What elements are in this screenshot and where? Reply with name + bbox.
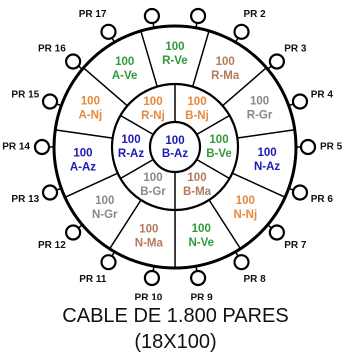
pair-label: PR 18 <box>135 0 163 2</box>
inner-ring-divider <box>196 158 230 180</box>
sector-count: 100 <box>216 56 235 68</box>
sector-count: 100 <box>139 223 158 235</box>
pair-tab-circle <box>65 53 82 70</box>
sector-name: B-Gr <box>140 186 166 198</box>
sector-name: N-Ve <box>188 237 214 249</box>
pair-tab-circle <box>299 138 317 156</box>
sector-name: R-Az <box>118 148 144 160</box>
sector-count: 100 <box>257 147 276 159</box>
sector-count: 100 <box>95 195 114 207</box>
sector-count: 100 <box>250 95 269 107</box>
pair-label: PR 17 <box>79 9 107 20</box>
pair-tab-circle <box>143 269 161 287</box>
sector-name: N-Ma <box>135 237 164 249</box>
pair-label: PR 5 <box>320 142 343 153</box>
sector-name: A-Ve <box>112 70 138 82</box>
pair-label: PR 8 <box>244 274 267 285</box>
outer-ring-divider <box>232 172 286 198</box>
sector-name: R-Ve <box>162 55 188 67</box>
cable-cross-section-diagram: 100B-Az100B-Nj100B-Ve100B-Ma100B-Gr100R-… <box>2 0 343 300</box>
pair-label: PR 13 <box>11 194 39 205</box>
sector-count: 100 <box>187 172 206 184</box>
pair-tab-circle <box>291 184 309 201</box>
sector-name: B-Ma <box>183 186 212 198</box>
pair-tab-circle <box>33 138 51 156</box>
sector-name: R-Nj <box>141 110 165 122</box>
sector-count: 100 <box>143 172 162 184</box>
sector-name: B-Nj <box>185 110 209 122</box>
sector-name: A-Az <box>70 161 96 173</box>
pair-tab-circle <box>233 254 250 271</box>
sector-name: N-Az <box>254 161 280 173</box>
sector-count: 100 <box>143 96 162 108</box>
outer-ring-divider <box>109 199 142 250</box>
sector-name: R-Gr <box>247 109 273 121</box>
sector-name: N-Nj <box>234 209 258 221</box>
outer-ring-divider <box>208 199 242 250</box>
sector-count: 100 <box>165 41 184 53</box>
pair-tab-circle <box>41 184 59 201</box>
inner-ring-divider <box>196 114 230 136</box>
pair-label: PR 2 <box>244 9 267 20</box>
sector-count: 100 <box>236 195 255 207</box>
caption-line-2: (18X100) <box>134 331 217 353</box>
pair-label: PR 10 <box>135 292 163 300</box>
center-name: B-Az <box>162 148 188 160</box>
pair-tab-circle <box>189 269 207 287</box>
sector-count: 100 <box>81 95 100 107</box>
pair-tab-circle <box>100 23 117 40</box>
pair-tab-circle <box>41 93 59 110</box>
pair-label: PR 4 <box>311 89 334 100</box>
outer-ring-divider <box>55 129 113 139</box>
pair-tab-circle <box>65 224 82 241</box>
inner-ring-divider <box>120 114 154 136</box>
pair-label: PR 9 <box>190 292 213 300</box>
outer-ring-divider <box>64 172 119 199</box>
pair-label: PR 11 <box>79 274 107 285</box>
center-count: 100 <box>165 135 184 147</box>
sector-name: N-Gr <box>92 209 118 221</box>
sector-count: 100 <box>115 56 134 68</box>
pair-tab-circle <box>268 224 285 241</box>
pair-label: PR 14 <box>2 142 30 153</box>
outer-ring-divider <box>83 67 128 107</box>
pair-tab-circle <box>143 7 161 25</box>
sector-count: 100 <box>121 134 140 146</box>
inner-ring-divider <box>120 158 154 180</box>
pair-label: PR 7 <box>284 240 307 251</box>
outer-ring-divider <box>191 30 210 87</box>
caption-line-1: CABLE DE 1.800 PARES <box>62 305 289 327</box>
pair-tab-circle <box>233 23 250 40</box>
pair-tab-circle <box>189 7 207 25</box>
outer-ring-divider <box>222 67 267 107</box>
sector-count: 100 <box>187 96 206 108</box>
pair-tab-circle <box>268 53 285 70</box>
pair-tab-circle <box>291 93 309 110</box>
sector-name: B-Ve <box>206 148 232 160</box>
pair-label: PR 12 <box>38 240 66 251</box>
pair-label: PR 6 <box>311 194 334 205</box>
pair-label: PR 15 <box>11 89 39 100</box>
sector-name: A-Nj <box>79 109 103 121</box>
sector-name: R-Ma <box>211 70 240 82</box>
outer-ring-divider <box>237 128 295 139</box>
pair-tab-circle <box>100 254 117 271</box>
sector-count: 100 <box>209 134 228 146</box>
sector-count: 100 <box>73 147 92 159</box>
pair-label: PR 3 <box>284 43 307 54</box>
sector-count: 100 <box>192 223 211 235</box>
outer-ring-divider <box>140 30 158 87</box>
pair-label: PR 1 <box>190 0 213 2</box>
pair-label: PR 16 <box>38 43 66 54</box>
